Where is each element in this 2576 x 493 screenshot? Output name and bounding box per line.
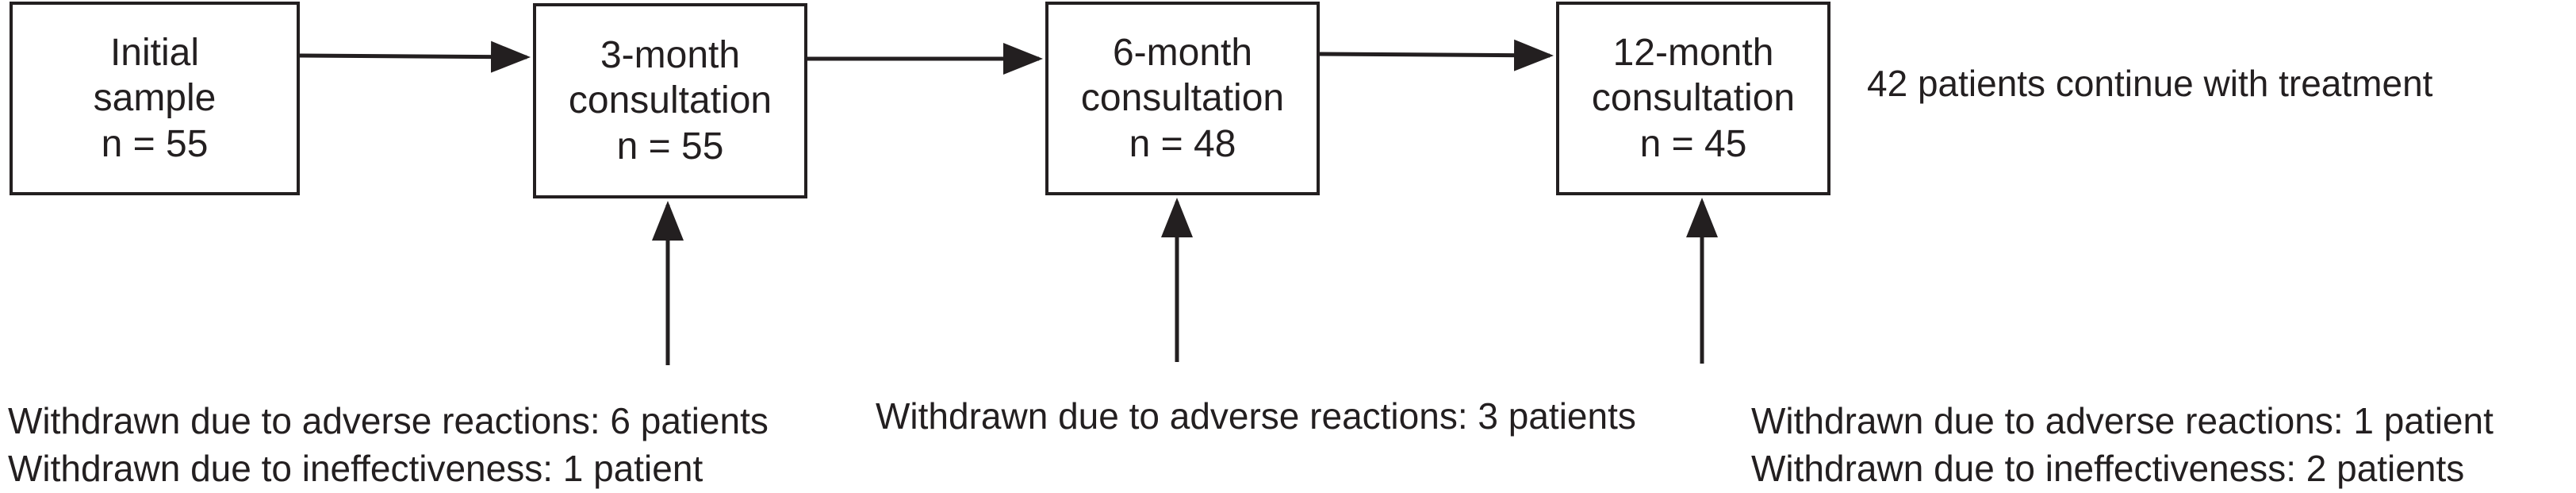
stage-line: sample (93, 77, 217, 120)
stage-line: 3-month (600, 33, 741, 76)
stage-count: n = 55 (101, 122, 209, 165)
arrow-initial-to-3m (299, 40, 531, 73)
withdrawals-3-month: Withdrawn due to adverse reactions: 6 pa… (8, 397, 769, 492)
stage-line: 6-month (1112, 31, 1253, 74)
withdrawal-line: Withdrawn due to adverse reactions: 6 pa… (8, 400, 769, 441)
initial-sample-box: Initial sample n = 55 (10, 2, 300, 195)
withdrawals-12-month: Withdrawn due to adverse reactions: 1 pa… (1751, 397, 2494, 492)
withdrawal-line: Withdrawn due to ineffectiveness: 1 pati… (8, 448, 703, 489)
six-month-consultation-box: 6-month consultation n = 48 (1045, 2, 1320, 195)
arrow-6m-to-12m (1319, 39, 1554, 71)
stage-line: consultation (1591, 77, 1796, 120)
withdrawal-line: Withdrawn due to adverse reactions: 3 pa… (876, 395, 1636, 437)
withdrawal-line: Withdrawn due to adverse reactions: 1 pa… (1751, 400, 2494, 441)
withdrawal-line: Withdrawn due to ineffectiveness: 2 pati… (1751, 448, 2465, 489)
stage-line: 12-month (1612, 31, 1774, 74)
three-month-consultation-box: 3-month consultation n = 55 (533, 3, 807, 198)
stage-count: n = 45 (1639, 122, 1747, 165)
withdrawals-6-month: Withdrawn due to adverse reactions: 3 pa… (876, 392, 1636, 440)
stage-count: n = 48 (1129, 122, 1236, 165)
stage-line: consultation (1080, 77, 1285, 120)
stage-count: n = 55 (616, 125, 724, 168)
twelve-month-consultation-box: 12-month consultation n = 45 (1556, 2, 1830, 195)
stage-line: consultation (568, 79, 772, 122)
continue-treatment-note: 42 patients continue with treatment (1867, 63, 2433, 104)
stage-line: Initial (109, 31, 200, 74)
